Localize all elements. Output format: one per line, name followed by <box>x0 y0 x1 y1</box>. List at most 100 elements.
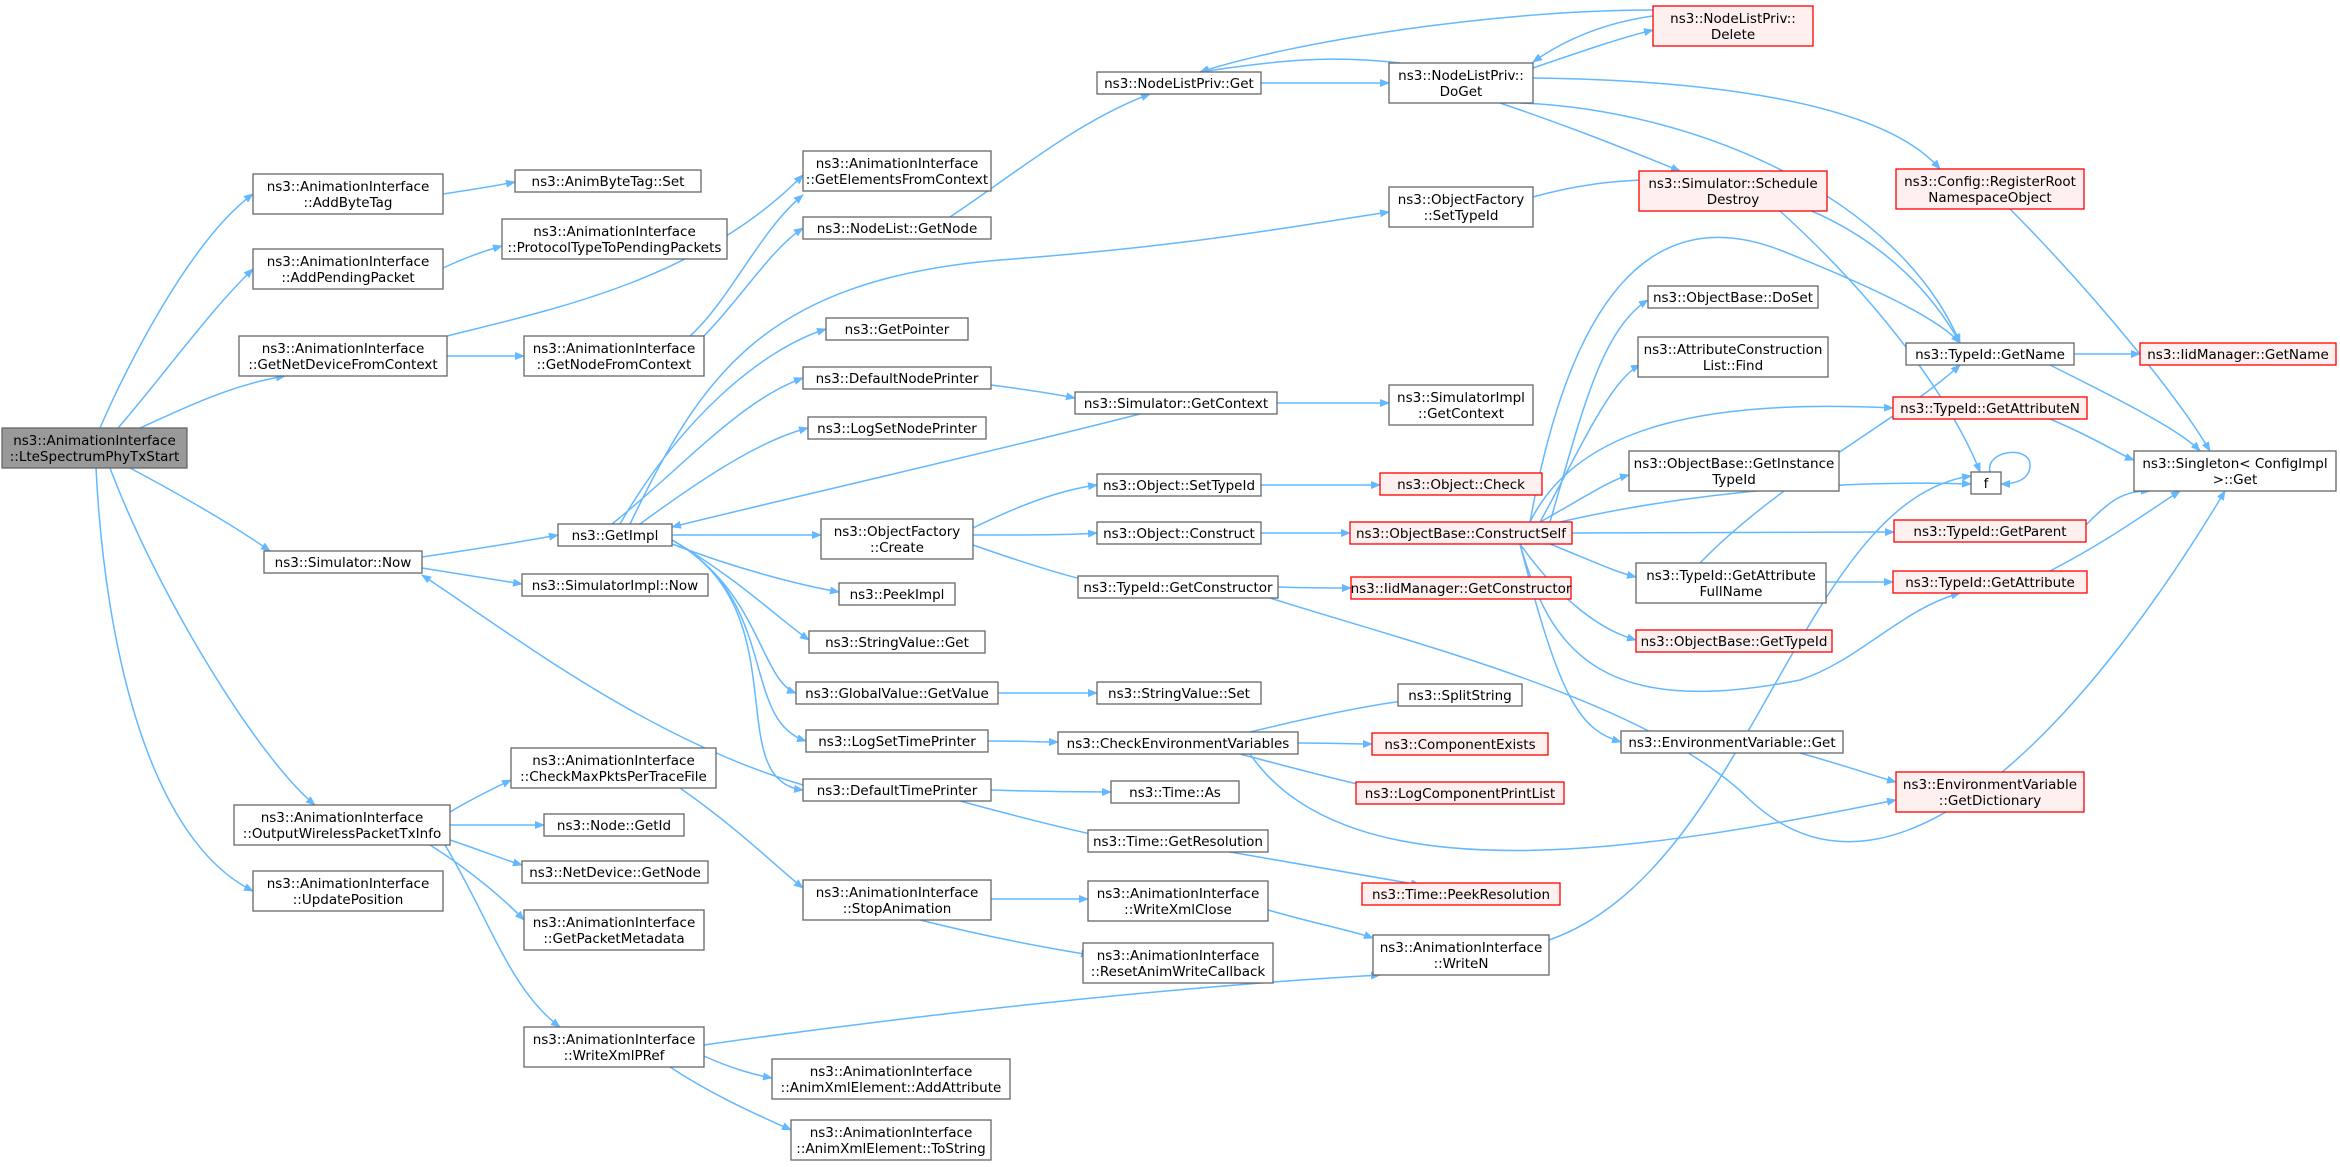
node-box <box>1388 384 1534 426</box>
node-root[interactable]: ns3::AnimationInterface::LteSpectrumPhyT… <box>1 427 188 469</box>
edge-path <box>972 482 1098 529</box>
node-resetAnimWriteCb[interactable]: ns3::AnimationInterface::ResetAnimWriteC… <box>1082 942 1274 984</box>
node-timePeekResolution[interactable]: ns3::Time::PeekResolution <box>1361 882 1561 906</box>
node-typeIdGetParent[interactable]: ns3::TypeId::GetParent <box>1893 519 2087 543</box>
node-timeGetResolution[interactable]: ns3::Time::GetResolution <box>1087 829 1269 853</box>
node-getImpl[interactable]: ns3::GetImpl <box>557 523 673 547</box>
node-objFactorySetTypeId[interactable]: ns3::ObjectFactory::SetTypeId <box>1388 186 1534 228</box>
node-stringValueGet[interactable]: ns3::StringValue::Get <box>808 630 986 654</box>
node-nodeListGetNode[interactable]: ns3::NodeList::GetNode <box>802 216 992 240</box>
node-envVarGet[interactable]: ns3::EnvironmentVariable::Get <box>1620 730 1844 754</box>
node-nodeListPrivDoGet[interactable]: ns3::NodeListPriv::DoGet <box>1388 62 1534 104</box>
node-simImplNow[interactable]: ns3::SimulatorImpl::Now <box>521 573 709 597</box>
node-checkMaxPkts[interactable]: ns3::AnimationInterface::CheckMaxPktsPer… <box>510 747 717 789</box>
node-singletonGet[interactable]: ns3::Singleton< ConfigImpl>::Get <box>2133 450 2337 492</box>
node-nodeGetId[interactable]: ns3::Node::GetId <box>543 813 685 837</box>
node-outputWireless[interactable]: ns3::AnimationInterface::OutputWirelessP… <box>233 804 451 846</box>
node-logSetTimePrinter[interactable]: ns3::LogSetTimePrinter <box>805 729 989 753</box>
node-f[interactable]: f <box>1970 471 2002 495</box>
node-objBaseConstructSelf[interactable]: ns3::ObjectBase::ConstructSelf <box>1349 521 1573 545</box>
node-logSetNodePrinter[interactable]: ns3::LogSetNodePrinter <box>807 416 987 440</box>
node-animXmlToString[interactable]: ns3::AnimationInterface::AnimXmlElement:… <box>790 1119 992 1161</box>
node-componentExists[interactable]: ns3::ComponentExists <box>1371 732 1549 756</box>
node-defaultNodePrinter[interactable]: ns3::DefaultNodePrinter <box>802 366 992 390</box>
node-box <box>802 879 992 921</box>
node-defaultTimePrinter[interactable]: ns3::DefaultTimePrinter <box>802 778 992 802</box>
edge-objFactoryCreate-to-objectSetTypeId <box>972 482 1098 529</box>
node-label-line: ns3::ObjectBase::DoSet <box>1653 290 1813 306</box>
node-getNetDevFromCtx[interactable]: ns3::AnimationInterface::GetNetDeviceFro… <box>238 335 448 377</box>
node-typeIdGetConstructor[interactable]: ns3::TypeId::GetConstructor <box>1077 575 1279 599</box>
node-box <box>1379 472 1543 496</box>
node-getNodeFromCtx[interactable]: ns3::AnimationInterface::GetNodeFromCont… <box>523 335 705 377</box>
node-simNow[interactable]: ns3::Simulator::Now <box>263 550 423 574</box>
edge-path <box>95 467 254 892</box>
node-timeAs[interactable]: ns3::Time::As <box>1110 780 1240 804</box>
node-writeXmlPRef[interactable]: ns3::AnimationInterface::WriteXmlPRef <box>523 1026 705 1068</box>
node-objectCheck[interactable]: ns3::Object::Check <box>1379 472 1543 496</box>
node-getPacketMetadata[interactable]: ns3::AnimationInterface::GetPacketMetada… <box>523 909 705 951</box>
node-box <box>523 335 705 377</box>
node-iidMgrGetName[interactable]: ns3::IidManager::GetName <box>2139 342 2337 366</box>
node-label-line: ::WriteN <box>1434 956 1489 972</box>
node-peekImpl[interactable]: ns3::PeekImpl <box>838 582 956 606</box>
node-simImplGetContext[interactable]: ns3::SimulatorImpl::GetContext <box>1388 384 1534 426</box>
node-simGetContext[interactable]: ns3::Simulator::GetContext <box>1074 391 1278 415</box>
edge-path <box>139 373 286 429</box>
edge-path <box>1799 752 1897 784</box>
node-label-line: ns3::LogComponentPrintList <box>1365 786 1555 802</box>
node-label-line: ::WriteXmlClose <box>1124 902 1232 918</box>
node-label-line: ns3::NodeListPriv:: <box>1398 68 1524 84</box>
edge-outputWireless-to-getPacketMetadata <box>429 844 525 921</box>
node-addPendingPacket[interactable]: ns3::AnimationInterface::AddPendingPacke… <box>252 248 444 290</box>
node-objectSetTypeId[interactable]: ns3::Object::SetTypeId <box>1096 473 1262 497</box>
node-label-line: ns3::Simulator::Now <box>275 555 412 571</box>
edge-path <box>611 377 804 525</box>
edge-writeXmlClose-to-writeN <box>1267 909 1374 939</box>
node-envVarGetDictionary[interactable]: ns3::EnvironmentVariable::GetDictionary <box>1895 771 2085 813</box>
node-updatePosition[interactable]: ns3::AnimationInterface::UpdatePosition <box>252 870 444 912</box>
node-splitString[interactable]: ns3::SplitString <box>1397 683 1523 707</box>
node-typeIdGetAttribute[interactable]: ns3::TypeId::GetAttribute <box>1892 570 2088 594</box>
node-stopAnimation[interactable]: ns3::AnimationInterface::StopAnimation <box>802 879 992 921</box>
node-typeIdGetName[interactable]: ns3::TypeId::GetName <box>1905 342 2075 366</box>
node-logComponentPrintList[interactable]: ns3::LogComponentPrintList <box>1355 781 1565 805</box>
node-animXmlAddAttr[interactable]: ns3::AnimationInterface::AnimXmlElement:… <box>771 1058 1011 1100</box>
node-checkEnvVars[interactable]: ns3::CheckEnvironmentVariables <box>1057 731 1299 755</box>
node-box <box>807 416 987 440</box>
node-addByteTag[interactable]: ns3::AnimationInterface::AddByteTag <box>252 173 444 215</box>
node-globalValueGetValue[interactable]: ns3::GlobalValue::GetValue <box>795 681 999 705</box>
node-box <box>1096 71 1262 95</box>
edge-path <box>1267 909 1374 939</box>
node-box <box>1057 731 1299 755</box>
node-objBaseDoSet[interactable]: ns3::ObjectBase::DoSet <box>1647 285 1819 309</box>
node-getElemsFromCtx[interactable]: ns3::AnimationInterface::GetElementsFrom… <box>802 150 992 192</box>
edge-path <box>2049 490 2181 572</box>
node-writeXmlClose[interactable]: ns3::AnimationInterface::WriteXmlClose <box>1087 880 1269 922</box>
node-label-line: ns3::GetPointer <box>845 322 950 338</box>
edge-path <box>671 539 797 694</box>
edge-path <box>1199 58 1401 75</box>
node-label-line: ns3::SplitString <box>1408 688 1512 704</box>
node-protoTypeToPending[interactable]: ns3::AnimationInterface::ProtocolTypeToP… <box>501 218 728 260</box>
node-label-line: ns3::GetImpl <box>572 528 659 544</box>
node-iidMgrGetConstructor[interactable]: ns3::IidManager::GetConstructor <box>1350 576 1572 600</box>
node-stringValueSet[interactable]: ns3::StringValue::Set <box>1096 681 1262 705</box>
node-objFactoryCreate[interactable]: ns3::ObjectFactory::Create <box>820 518 974 560</box>
node-typeIdGetAttributeN[interactable]: ns3::TypeId::GetAttributeN <box>1892 396 2088 420</box>
node-nodeListPrivGet[interactable]: ns3::NodeListPriv::Get <box>1096 71 1262 95</box>
node-animByteTagSet[interactable]: ns3::AnimByteTag::Set <box>514 169 702 193</box>
node-box <box>1388 186 1534 228</box>
node-nodeListPrivDelete[interactable]: ns3::NodeListPriv::Delete <box>1652 5 1814 47</box>
node-writeN[interactable]: ns3::AnimationInterface::WriteN <box>1372 934 1550 976</box>
node-objBaseGetTypeId[interactable]: ns3::ObjectBase::GetTypeId <box>1635 629 1833 653</box>
node-label-line: ::GetNetDeviceFromContext <box>248 357 437 373</box>
node-getPointer[interactable]: ns3::GetPointer <box>825 317 969 341</box>
node-objectConstruct[interactable]: ns3::Object::Construct <box>1096 521 1262 545</box>
node-netDevGetNode[interactable]: ns3::NetDevice::GetNode <box>521 860 709 884</box>
